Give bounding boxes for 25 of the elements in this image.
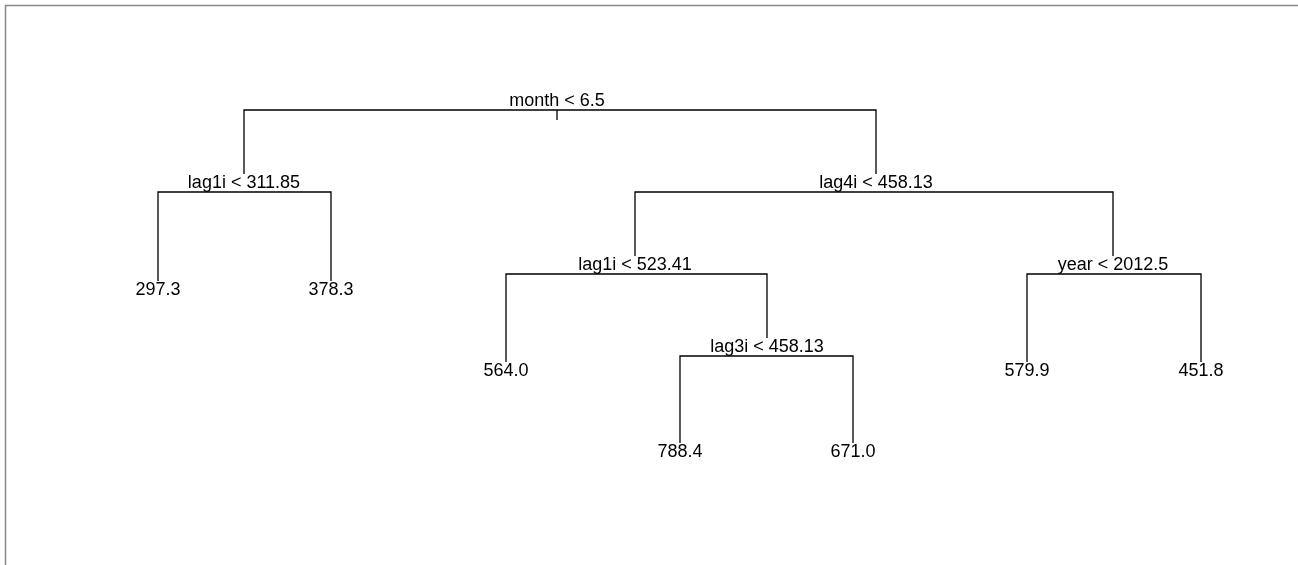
tree-branch bbox=[556, 109, 877, 175]
tree-branch bbox=[679, 355, 768, 444]
tree-branch bbox=[634, 273, 768, 339]
tree-branch bbox=[505, 273, 636, 363]
tree-branch bbox=[634, 191, 877, 257]
leaf-value: 378.3 bbox=[308, 279, 354, 299]
tree-branch bbox=[243, 191, 332, 282]
split-label: lag1i < 523.41 bbox=[578, 254, 692, 274]
leaf-value: 579.9 bbox=[1004, 360, 1050, 380]
leaf-value: 788.4 bbox=[657, 441, 703, 461]
tree-branch bbox=[875, 191, 1114, 257]
split-label: lag3i < 458.13 bbox=[710, 336, 824, 356]
tree-branch bbox=[1112, 273, 1202, 363]
leaf-value: 451.8 bbox=[1178, 360, 1224, 380]
tree-branch bbox=[1026, 273, 1114, 363]
tree-branch bbox=[243, 109, 558, 175]
split-label: lag1i < 311.85 bbox=[187, 172, 301, 192]
split-label: lag4i < 458.13 bbox=[819, 172, 933, 192]
tree-branch bbox=[766, 355, 854, 444]
leaf-value: 297.3 bbox=[135, 279, 181, 299]
split-label: year < 2012.5 bbox=[1057, 254, 1169, 274]
leaf-value: 564.0 bbox=[483, 360, 529, 380]
leaf-value: 671.0 bbox=[830, 441, 876, 461]
split-label: month < 6.5 bbox=[509, 90, 605, 110]
tree-branch bbox=[157, 191, 245, 282]
